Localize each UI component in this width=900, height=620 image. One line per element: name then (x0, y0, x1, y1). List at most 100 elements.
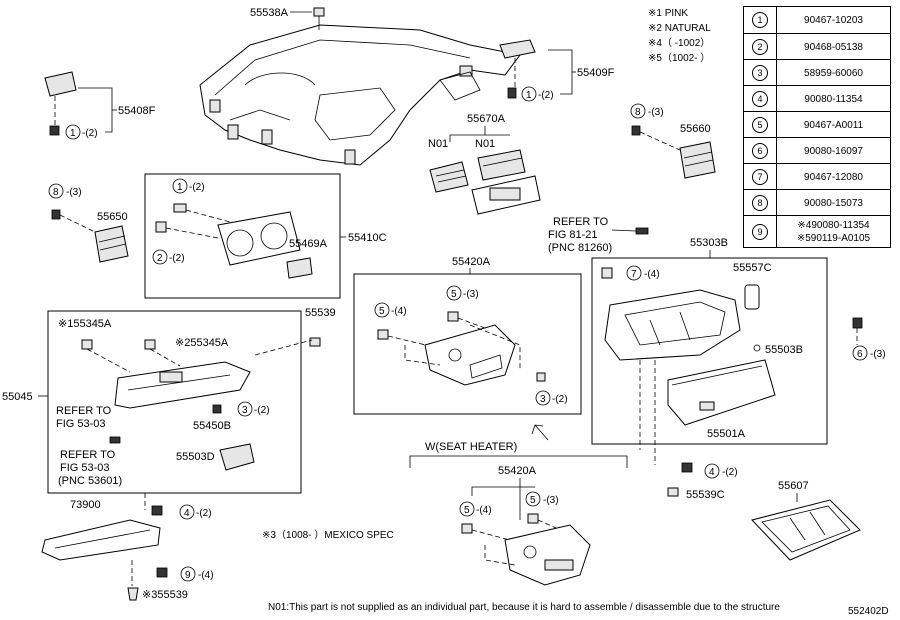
callout-circle (852, 345, 868, 361)
label-55345A-natural: ※255345A (175, 337, 229, 349)
legend-num: 3 (752, 65, 768, 81)
glove-box-door (667, 359, 776, 426)
callout-5: 5 (379, 306, 385, 317)
label-55670A: 55670A (467, 113, 506, 125)
box-55045 (47, 310, 302, 494)
legend-row: 3 58959-60060 (744, 59, 890, 86)
refer-note: FIG 53-03 (60, 462, 110, 474)
callout-3: 3 (242, 405, 248, 416)
label-55538A: 55538A (250, 7, 289, 19)
callout-circle (521, 86, 537, 102)
callout-qty: -(4) (644, 269, 660, 280)
box-55420A (353, 273, 582, 415)
label-55410C: 55410C (348, 232, 387, 244)
label-55557C: 55557C (733, 262, 772, 274)
legend-row: 1 90467-10203 (744, 7, 890, 33)
callout-qty: -(4) (476, 505, 492, 516)
callout-circle (535, 390, 551, 406)
note-pink: ※1 PINK (648, 8, 689, 19)
legend-row: 8 90080-15073 (744, 189, 890, 216)
legend-num: 7 (752, 169, 768, 185)
pocket-55450B (219, 443, 255, 471)
mexico-spec-note: ※3（1008- ）MEXICO SPEC (262, 529, 394, 541)
note-5: ※5（1002- ） (648, 53, 711, 64)
callout-qty: -(4) (198, 570, 214, 581)
console-panel-seat-heater (504, 524, 591, 586)
label-55503D: 55503D (176, 451, 215, 463)
bracket-73900 (41, 519, 161, 561)
callout-circle (626, 265, 642, 281)
tray-55607 (751, 499, 861, 561)
part-number-legend: 1 90467-10203 2 90468-05138 3 58959-6006… (743, 6, 891, 248)
legend-row: 6 90080-16097 (744, 137, 890, 164)
clip-55538A (313, 7, 325, 30)
label-55650: 55650 (97, 211, 128, 223)
legend-part: 90467-A0011 (803, 119, 864, 131)
callout-5: 5 (530, 495, 536, 506)
callout-qty: -(3) (463, 289, 479, 300)
lower-panel-55045 (114, 361, 251, 409)
label-55303B: 55303B (690, 237, 728, 249)
legend-num: 5 (752, 117, 768, 133)
refer-note: (PNC 81260) (548, 242, 612, 254)
callout-circle (179, 504, 195, 520)
cover-55409F (499, 39, 536, 99)
callout-qty: -(3) (870, 349, 886, 360)
cover-55408F (44, 71, 77, 136)
legend-part: 90467-12080 (804, 171, 863, 183)
callout-1: 1 (70, 128, 76, 139)
callout-3: 3 (540, 394, 546, 405)
refer-note: FIG 53-03 (56, 418, 106, 430)
label-55469A: 55469A (289, 238, 328, 250)
callout-circle (180, 566, 196, 582)
refer-note: REFER TO (60, 449, 116, 461)
callout-circle (237, 401, 253, 417)
callout-circle (48, 183, 64, 199)
label-N01-a: N01 (428, 138, 448, 150)
legend-row: 9 ※490080-11354 ※590119-A0105 (744, 215, 890, 248)
callout-qty: -(2) (722, 467, 738, 478)
box-55410C (144, 173, 341, 299)
note-natural: ※2 NATURAL (648, 23, 711, 34)
callout-circle (374, 302, 390, 318)
note-4: ※4（ -1002） (648, 38, 711, 49)
callout-circle (525, 491, 541, 507)
callout-qty: -(2) (538, 90, 554, 101)
callout-circle (172, 178, 188, 194)
legend-num: 1 (752, 12, 768, 28)
callout-qty: -(3) (66, 187, 82, 198)
label-55420A: 55420A (452, 256, 491, 268)
callout-circle (152, 249, 168, 265)
callout-qty: -(3) (648, 107, 664, 118)
bracket-55469A (286, 257, 313, 279)
cluster-finish-panel (217, 211, 301, 266)
label-55539C: 55539C (686, 489, 725, 501)
label-N01-b: N01 (475, 138, 495, 150)
callout-qty: -(2) (196, 508, 212, 519)
callout-7: 7 (631, 269, 637, 280)
legend-num: 6 (752, 143, 768, 159)
callout-circle (459, 501, 475, 517)
vent-left (429, 161, 469, 193)
label-55450B: 55450B (193, 420, 231, 432)
refer-note: REFER TO (56, 405, 112, 417)
callout-5: 5 (451, 289, 457, 300)
legend-row: 4 90080-11354 (744, 85, 890, 112)
callout-qty: -(2) (254, 405, 270, 416)
label-55501A: 55501A (707, 428, 746, 440)
diagram-id: 552402D (848, 606, 889, 617)
legend-part: ※490080-11354 ※590119-A0105 (777, 219, 890, 245)
callout-circle (630, 103, 646, 119)
label-55607: 55607 (778, 480, 809, 492)
vent-right (679, 141, 716, 179)
seat-heater-heading: W(SEAT HEATER) (425, 441, 517, 453)
callout-qty: -(3) (543, 495, 559, 506)
callout-qty: -(2) (189, 182, 205, 193)
callout-8: 8 (53, 187, 59, 198)
legend-row: 5 90467-A0011 (744, 111, 890, 138)
label-55409F: 55409F (577, 67, 615, 79)
instrument-panel-drawing (199, 24, 521, 166)
seat-heater-bracket (409, 455, 628, 468)
legend-part: 90080-15073 (804, 197, 863, 209)
